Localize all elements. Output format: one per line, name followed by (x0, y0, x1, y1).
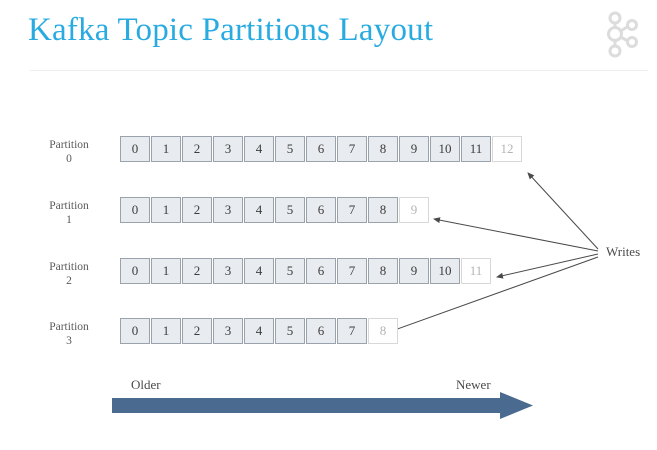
header-divider (30, 70, 648, 71)
segment[interactable]: 5 (275, 197, 305, 223)
partition-label: Partition 3 (30, 320, 108, 348)
segment[interactable]: 6 (306, 197, 336, 223)
segment-empty[interactable]: 11 (461, 258, 491, 284)
kafka-logo-icon (601, 10, 643, 58)
segment[interactable]: 0 (120, 136, 150, 162)
partition-label: Partition 0 (30, 138, 108, 166)
segment[interactable]: 5 (275, 136, 305, 162)
partition-label-number: 0 (66, 153, 72, 165)
segment[interactable]: 3 (213, 136, 243, 162)
segment[interactable]: 11 (461, 136, 491, 162)
partition-label-name: Partition (49, 139, 89, 151)
segment[interactable]: 7 (337, 136, 367, 162)
segment[interactable]: 1 (151, 318, 181, 344)
segment[interactable]: 2 (182, 136, 212, 162)
page-title: Kafka Topic Partitions Layout (28, 12, 434, 48)
partition-label: Partition 2 (30, 260, 108, 288)
segment[interactable]: 9 (399, 258, 429, 284)
segment-empty[interactable]: 12 (492, 136, 522, 162)
partition-label-number: 3 (66, 335, 72, 347)
partition-label-number: 1 (66, 214, 72, 226)
segment[interactable]: 7 (337, 318, 367, 344)
segment[interactable]: 5 (275, 318, 305, 344)
segment[interactable]: 3 (213, 258, 243, 284)
segment[interactable]: 5 (275, 258, 305, 284)
page-header: Kafka Topic Partitions Layout (0, 0, 657, 72)
segment[interactable]: 0 (120, 258, 150, 284)
time-direction-arrow-icon (110, 392, 535, 422)
newer-label: Newer (456, 377, 491, 392)
segment[interactable]: 4 (244, 136, 274, 162)
older-label: Older (131, 377, 161, 392)
segment[interactable]: 1 (151, 197, 181, 223)
segment[interactable]: 6 (306, 258, 336, 284)
segment[interactable]: 3 (213, 318, 243, 344)
segment[interactable]: 1 (151, 258, 181, 284)
writes-label: Writes (606, 244, 641, 259)
segment[interactable]: 2 (182, 318, 212, 344)
partition-label-name: Partition (49, 261, 89, 273)
partition-segments: 0 1 2 3 4 5 6 7 8 (120, 318, 399, 344)
segment[interactable]: 0 (120, 197, 150, 223)
partition-segments: 0 1 2 3 4 5 6 7 8 9 10 11 (120, 258, 492, 284)
segment[interactable]: 6 (306, 136, 336, 162)
segment-empty[interactable]: 8 (368, 318, 398, 344)
segment[interactable]: 9 (399, 136, 429, 162)
segment[interactable]: 1 (151, 136, 181, 162)
segment[interactable]: 0 (120, 318, 150, 344)
partition-label-name: Partition (49, 321, 89, 333)
segment[interactable]: 2 (182, 197, 212, 223)
partition-label: Partition 1 (30, 199, 108, 227)
segment[interactable]: 4 (244, 197, 274, 223)
segment[interactable]: 4 (244, 258, 274, 284)
segment[interactable]: 10 (430, 136, 460, 162)
segment[interactable]: 2 (182, 258, 212, 284)
segment[interactable]: 8 (368, 258, 398, 284)
segment[interactable]: 6 (306, 318, 336, 344)
segment[interactable]: 4 (244, 318, 274, 344)
segment-empty[interactable]: 9 (399, 197, 429, 223)
segment[interactable]: 8 (368, 197, 398, 223)
partition-segments: 0 1 2 3 4 5 6 7 8 9 10 11 12 (120, 136, 523, 162)
partition-label-number: 2 (66, 275, 72, 287)
segment[interactable]: 7 (337, 258, 367, 284)
segment[interactable]: 8 (368, 136, 398, 162)
partition-label-name: Partition (49, 200, 89, 212)
segment[interactable]: 10 (430, 258, 460, 284)
segment[interactable]: 3 (213, 197, 243, 223)
partition-segments: 0 1 2 3 4 5 6 7 8 9 (120, 197, 430, 223)
segment[interactable]: 7 (337, 197, 367, 223)
